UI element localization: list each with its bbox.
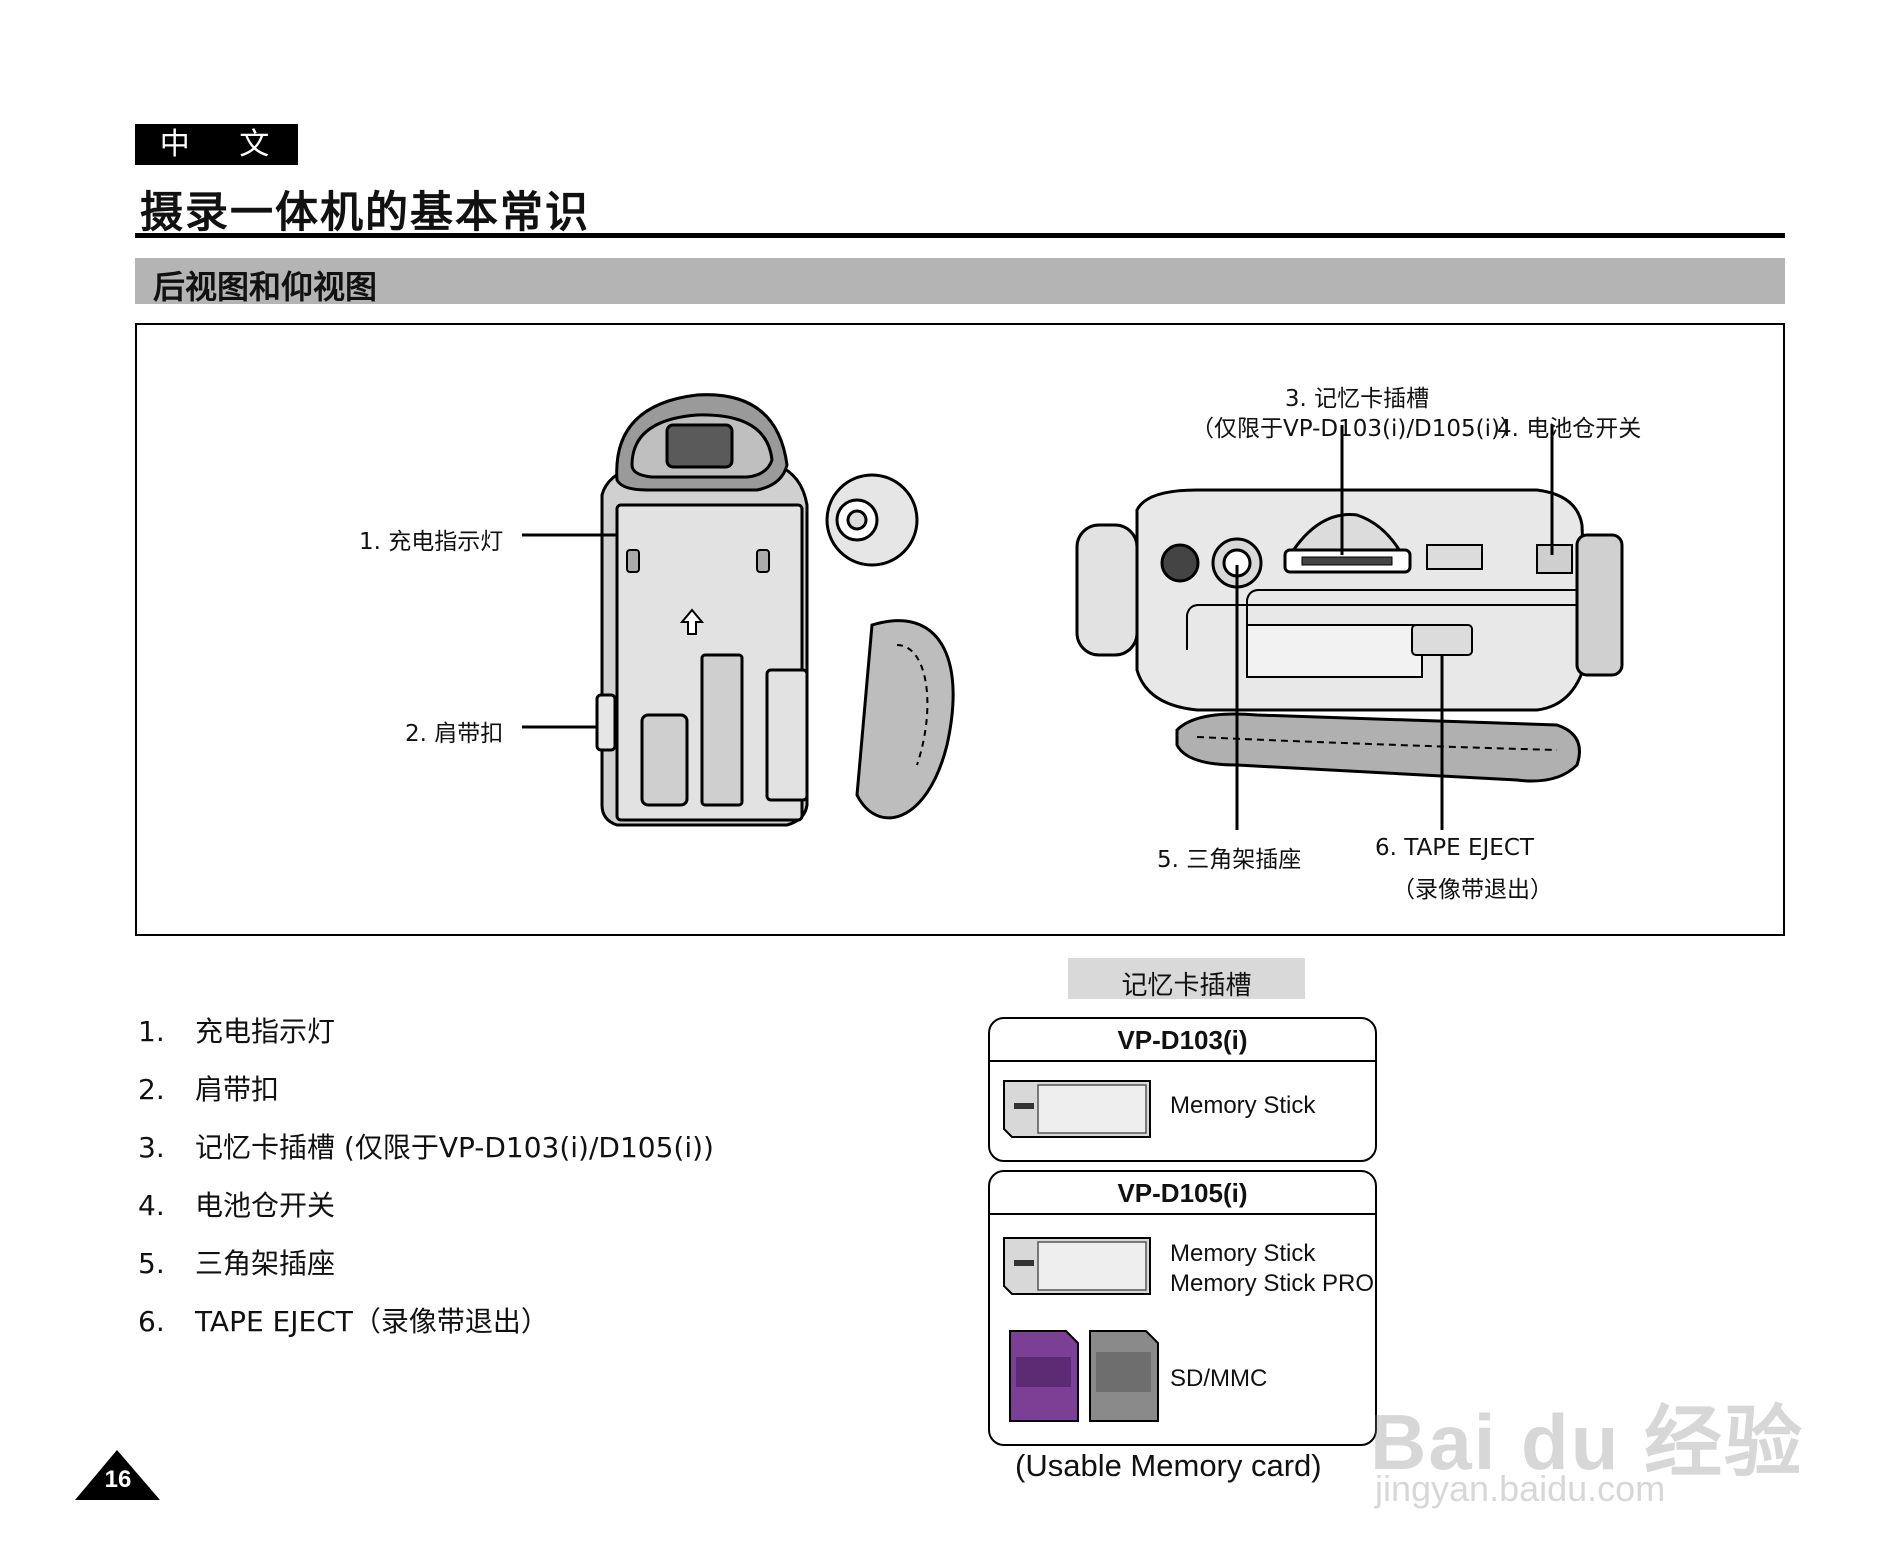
model-name: VP-D103(i) [990,1019,1375,1062]
callout-shoulder-strap: 2. 肩带扣 [405,721,504,747]
page-title: 摄录一体机的基本常识 [140,188,590,238]
model-box-d105: VP-D105(i) Memory Stick Memory Stick PRO… [988,1170,1377,1446]
list-item: 1.充电指示灯 [138,1015,336,1048]
camcorder-illustration [522,393,1624,830]
list-item: 3.记忆卡插槽 (仅限于VP-D103(i)/D105(i)) [138,1131,714,1164]
bottom-callout-lines [1235,425,1554,830]
list-item: 2.肩带扣 [138,1073,280,1106]
list-item: 6.TAPE EJECT（录像带退出） [138,1305,549,1338]
memory-stick-icon [1003,1237,1151,1295]
callout-memory-slot: 3. 记忆卡插槽 [1284,386,1430,412]
parts-list: 1.充电指示灯 2.肩带扣 3.记忆卡插槽 (仅限于VP-D103(i)/D10… [138,1010,714,1358]
page-number: 16 [104,1466,132,1493]
list-item: 4.电池仓开关 [138,1189,336,1222]
bottom-view-camcorder [1075,488,1624,783]
baidu-watermark: Bai du 经验 jingyan.baidu.com [1370,1398,1805,1509]
list-item: 5.三角架插座 [138,1247,336,1280]
usable-memory-caption: (Usable Memory card) [1015,1448,1322,1483]
section-title: 后视图和仰视图 [153,268,378,306]
callout-charge-indicator: 1. 充电指示灯 [359,529,504,555]
mmc-card-icon [1089,1330,1159,1422]
language-tag: 中 文 [135,124,298,165]
rear-callout-lines [522,533,617,729]
memory-slot-label: 记忆卡插槽 [1068,958,1305,1001]
callout-memory-slot-note: （仅限于VP-D103(i)/D105(i)） [1190,416,1524,442]
page-number-badge [75,1450,160,1500]
card-name: Memory Stick [1170,1240,1316,1267]
card-name: SD/MMC [1170,1365,1268,1392]
section-bar: 后视图和仰视图 [135,258,1785,306]
memory-stick-icon [1003,1080,1151,1138]
callout-battery-switch: 4. 电池仓开关 [1497,416,1642,442]
sd-card-icon [1009,1330,1079,1422]
card-name: Memory Stick [1170,1092,1316,1119]
model-name: VP-D105(i) [990,1172,1375,1215]
callout-tape-eject: 6. TAPE EJECT [1375,835,1534,861]
callout-tape-eject-note: （录像带退出） [1392,877,1553,903]
title-rule [135,233,1785,238]
card-name: Memory Stick PRO [1170,1270,1375,1297]
model-box-d103: VP-D103(i) Memory Stick [988,1017,1377,1162]
callout-tripod: 5. 三角架插座 [1157,847,1302,873]
rear-view-camcorder [595,393,955,827]
camcorder-figure: 1. 充电指示灯 2. 肩带扣 3. 记忆卡插槽 （仅限于VP-D103(i)/… [135,323,1785,936]
